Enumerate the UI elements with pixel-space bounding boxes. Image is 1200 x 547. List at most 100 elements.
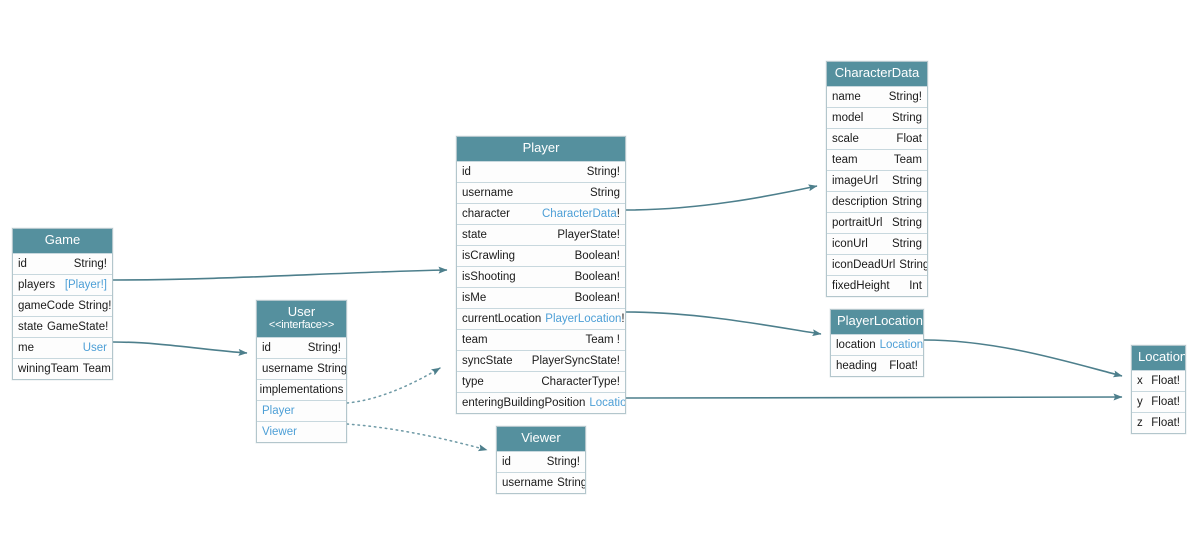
entity-location-title: Location (1132, 346, 1185, 370)
field-type: String! (888, 90, 922, 103)
field-row[interactable]: isCrawling Boolean! (457, 244, 625, 266)
field-row[interactable]: scale Float (827, 127, 927, 149)
field-type: Boolean! (574, 291, 620, 304)
field-row[interactable]: username String (497, 471, 585, 493)
entity-viewer[interactable]: Viewer id String! username String (496, 426, 586, 494)
field-type: Int (909, 279, 922, 292)
field-type: User (82, 341, 107, 354)
field-row[interactable]: iconDeadUrl String (827, 253, 927, 275)
field-name: character (462, 207, 510, 220)
field-row[interactable]: enteringBuildingPosition Location (457, 391, 625, 413)
entity-player-title: Player (457, 137, 625, 161)
field-type: Float! (1151, 374, 1180, 387)
field-type: Float! (1151, 395, 1180, 408)
field-name: currentLocation (462, 312, 542, 325)
entity-characterdata[interactable]: CharacterData name String! model String … (826, 61, 928, 297)
field-type: String! (73, 257, 107, 270)
field-type: String (557, 476, 585, 489)
field-row[interactable]: state PlayerState! (457, 223, 625, 245)
field-row[interactable]: username String (457, 181, 625, 203)
entity-playerlocation[interactable]: PlayerLocation location Location! headin… (830, 309, 924, 377)
field-row[interactable]: isShooting Boolean! (457, 265, 625, 287)
field-row[interactable]: team Team (827, 148, 927, 170)
field-name: me (18, 341, 34, 354)
field-row[interactable]: z Float! (1132, 411, 1185, 433)
field-name: team (462, 333, 488, 346)
field-row[interactable]: syncState PlayerSyncState! (457, 349, 625, 371)
field-row[interactable]: iconUrl String (827, 232, 927, 254)
edge-player-enteringbuildingposition-location (625, 393, 1123, 401)
edge-player-currentlocation-playerlocation (625, 311, 822, 337)
field-row[interactable]: fixedHeight Int (827, 274, 927, 296)
field-row[interactable]: model String (827, 106, 927, 128)
entity-game[interactable]: Game id String! players [Player!] gameCo… (12, 228, 113, 380)
field-type: Team (893, 153, 922, 166)
field-row[interactable]: y Float! (1132, 390, 1185, 412)
entity-user-title: User <<interface>> (257, 301, 346, 337)
field-name: isCrawling (462, 249, 516, 262)
field-name: state (462, 228, 487, 241)
field-row[interactable]: heading Float! (831, 354, 923, 376)
field-row[interactable]: type CharacterType! (457, 370, 625, 392)
field-type: String (899, 258, 927, 271)
implementation-player[interactable]: Player (257, 399, 346, 421)
field-type: String (891, 195, 922, 208)
field-row[interactable]: id String! (457, 160, 625, 182)
field-type: String! (546, 455, 580, 468)
field-row[interactable]: id String! (257, 336, 346, 358)
field-row[interactable]: state GameState! (13, 315, 112, 337)
edge-game-me-user (112, 341, 248, 356)
field-name: y (1137, 395, 1143, 408)
field-type: [Player!] (64, 278, 107, 291)
entity-user-stereotype: <<interface>> (268, 318, 335, 331)
field-name: name (832, 90, 861, 103)
field-name: players (18, 278, 56, 291)
field-type: CharacterData! (542, 207, 620, 220)
field-name: username (262, 362, 314, 375)
field-type: Location (589, 396, 625, 409)
entity-user[interactable]: User <<interface>> id String! username S… (256, 300, 347, 443)
implementations-header: implementations (257, 378, 346, 400)
field-name: fixedHeight (832, 279, 890, 292)
field-type: CharacterType! (541, 375, 620, 388)
field-row[interactable]: gameCode String! (13, 294, 112, 316)
field-name: id (502, 455, 511, 468)
field-name: imageUrl (832, 174, 879, 187)
field-name: username (462, 186, 514, 199)
field-name: gameCode (18, 299, 75, 312)
field-row[interactable]: character CharacterData! (457, 202, 625, 224)
edge-game-players-player (112, 266, 448, 281)
field-row[interactable]: portraitUrl String (827, 211, 927, 233)
edge-user-implements-viewer (346, 423, 488, 452)
field-type: Team ! (585, 333, 620, 346)
field-row[interactable]: x Float! (1132, 369, 1185, 391)
field-row[interactable]: imageUrl String (827, 169, 927, 191)
entity-location[interactable]: Location x Float! y Float! z Float! (1131, 345, 1186, 434)
field-name: winingTeam (18, 362, 79, 375)
field-type: Float! (1151, 416, 1180, 429)
field-name: id (262, 341, 271, 354)
field-name: isShooting (462, 270, 516, 283)
field-type: String (589, 186, 620, 199)
field-row[interactable]: players [Player!] (13, 273, 112, 295)
field-type: PlayerSyncState! (531, 354, 620, 367)
field-name: x (1137, 374, 1143, 387)
field-name: team (832, 153, 858, 166)
field-row[interactable]: winingTeam Team (13, 357, 112, 379)
field-name: syncState (462, 354, 513, 367)
field-row[interactable]: id String! (13, 252, 112, 274)
field-row[interactable]: id String! (497, 450, 585, 472)
field-row[interactable]: team Team ! (457, 328, 625, 350)
field-row[interactable]: isMe Boolean! (457, 286, 625, 308)
field-name: portraitUrl (832, 216, 883, 229)
field-row[interactable]: description String (827, 190, 927, 212)
field-name: id (462, 165, 471, 178)
field-row[interactable]: currentLocation PlayerLocation! (457, 307, 625, 329)
field-row[interactable]: location Location! (831, 333, 923, 355)
field-row[interactable]: me User (13, 336, 112, 358)
implementation-viewer[interactable]: Viewer (257, 420, 346, 442)
field-row[interactable]: name String! (827, 85, 927, 107)
entity-player[interactable]: Player id String! username String charac… (456, 136, 626, 414)
field-name: z (1137, 416, 1143, 429)
field-row[interactable]: username String (257, 357, 346, 379)
